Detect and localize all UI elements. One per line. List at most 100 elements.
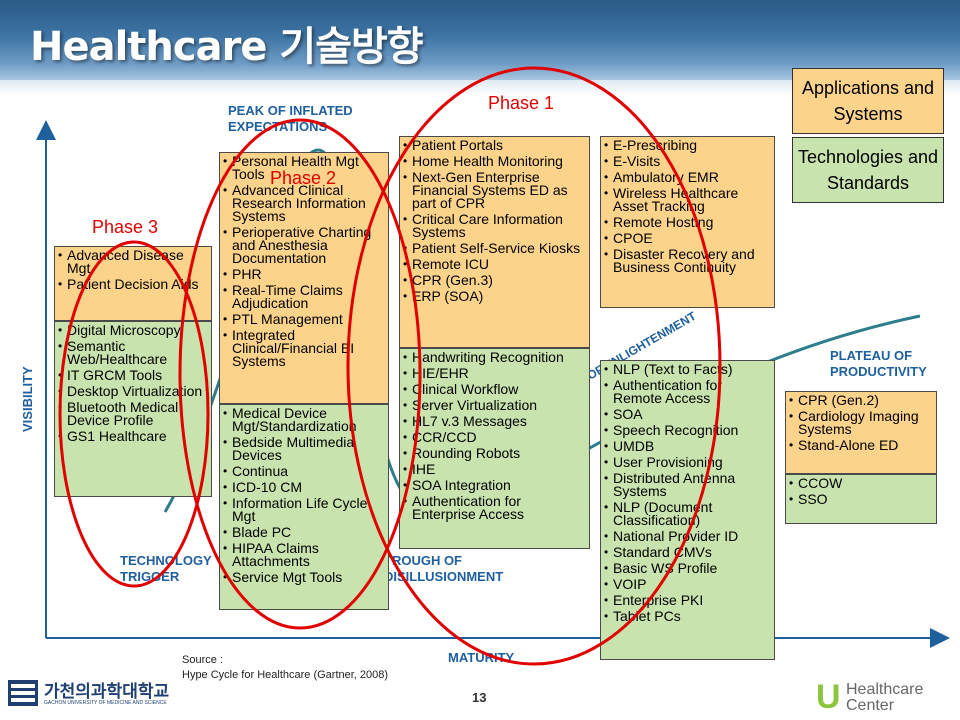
list-item: VOIP	[603, 577, 771, 591]
col2-applications: Personal Health Mgt ToolsAdvanced Clinic…	[219, 152, 389, 404]
list-item: PTL Management	[222, 312, 385, 326]
list-item: Advanced Disease Mgt	[57, 248, 208, 275]
col3-technologies-list: Handwriting RecognitionHIE/EHR Clinical W…	[402, 350, 586, 521]
list-item: Integrated Clinical/Financial BI Systems	[222, 328, 385, 368]
list-item: HL7 v.3 Messages	[402, 414, 586, 428]
list-item: Standard CMVs	[603, 545, 771, 559]
list-item: Home Health Monitoring	[402, 154, 586, 168]
list-item: PHR	[222, 267, 385, 281]
list-item: NLP (Text to Facts)	[603, 362, 771, 376]
list-item: Perioperative Charting and Anesthesia Do…	[222, 225, 385, 265]
list-item: Basic WS Profile	[603, 561, 771, 575]
list-item: Ambulatory EMR	[603, 170, 771, 184]
page-title: Healthcare 기술방향	[30, 24, 424, 70]
list-item: HIPAA Claims Attachments	[222, 541, 385, 568]
list-item: CPOE	[603, 231, 771, 245]
list-item: User Provisioning	[603, 455, 771, 469]
col3-applications: Patient PortalsHome Health MonitoringNex…	[399, 136, 590, 348]
list-item: Digital Microscopy	[57, 323, 208, 337]
list-item: Clinical Workflow	[402, 382, 586, 396]
list-item: Rounding Robots	[402, 446, 586, 460]
list-item: Distributed Antenna Systems	[603, 471, 771, 498]
university-name-korean: 가천의과학대학교	[44, 682, 170, 701]
list-item: Desktop Virtualization	[57, 384, 208, 398]
trough-label: TROUGH OF DISILLUSIONMENT	[384, 553, 504, 584]
list-item: ERP (SOA)	[402, 289, 586, 303]
col1-technologies-list: Digital MicroscopySemantic Web/Healthcar…	[57, 323, 208, 443]
list-item: Critical Care Information Systems	[402, 212, 586, 239]
list-item: CPR (Gen.3)	[402, 273, 586, 287]
col2-technologies-list: Medical Device Mgt/StandardizationBedsid…	[222, 406, 385, 584]
list-item: Continua	[222, 464, 385, 478]
col1-applications: Advanced Disease MgtPatient Decision Aid…	[54, 246, 212, 321]
source-note: Source : Hype Cycle for Healthcare (Gart…	[182, 653, 388, 683]
list-item: SSO	[788, 492, 933, 506]
list-item: Speech Recognition	[603, 423, 771, 437]
legend-applications: Applications and Systems	[792, 68, 944, 134]
list-item: SOA Integration	[402, 478, 586, 492]
list-item: Medical Device Mgt/Standardization	[222, 406, 385, 433]
list-item: Authentication for Enterprise Access	[402, 494, 586, 521]
list-item: Service Mgt Tools	[222, 570, 385, 584]
list-item: UMDB	[603, 439, 771, 453]
list-item: Information Life Cycle Mgt	[222, 496, 385, 523]
col3-applications-list: Patient PortalsHome Health MonitoringNex…	[402, 138, 586, 303]
healthcare-center-logo: U Healthcare Center	[816, 680, 956, 716]
logo-center-text: Center	[846, 697, 895, 714]
col3-technologies: Handwriting RecognitionHIE/EHR Clinical W…	[399, 348, 590, 549]
list-item: Wireless Healthcare Asset Tracking	[603, 186, 771, 213]
page-number: 13	[472, 690, 487, 705]
u-logo-icon: U	[816, 678, 841, 716]
col5-technologies-list: CCOW SSO	[788, 476, 933, 506]
col5-technologies: CCOW SSO	[785, 474, 937, 524]
source-label: Source :	[182, 654, 223, 666]
col2-technologies: Medical Device Mgt/StandardizationBedsid…	[219, 404, 389, 610]
list-item: IT GRCM Tools	[57, 368, 208, 382]
list-item: GS1 Healthcare	[57, 429, 208, 443]
x-axis-label: MATURITY	[448, 650, 515, 665]
col5-applications-list: CPR (Gen.2)Cardiology Imaging SystemsSta…	[788, 393, 933, 452]
list-item: ICD-10 CM	[222, 480, 385, 494]
gachon-university-logo: 가천의과학대학교 GACHON UNIVERSITY OF MEDICINE A…	[8, 676, 183, 712]
list-item: Handwriting Recognition	[402, 350, 586, 364]
col4-applications-list: E-PrescribingE-VisitsAmbulatory EMRWirel…	[603, 138, 771, 274]
plateau-label: PLATEAU OF PRODUCTIVITY	[830, 348, 927, 379]
list-item: Patient Self-Service Kiosks	[402, 241, 586, 255]
phase1-label: Phase 1	[488, 93, 555, 113]
list-item: Enterprise PKI	[603, 593, 771, 607]
col1-applications-list: Advanced Disease MgtPatient Decision Aid…	[57, 248, 208, 291]
col1-technologies: Digital MicroscopySemantic Web/Healthcar…	[54, 321, 212, 497]
university-name-english: GACHON UNIVERSITY OF MEDICINE AND SCIENC…	[44, 700, 167, 706]
list-item: E-Visits	[603, 154, 771, 168]
list-item: HIE/EHR	[402, 366, 586, 380]
list-item: IHE	[402, 462, 586, 476]
list-item: Real-Time Claims Adjudication	[222, 283, 385, 310]
list-item: Remote Hosting	[603, 215, 771, 229]
list-item: National Provider ID	[603, 529, 771, 543]
list-item: NLP (Document Classification)	[603, 500, 771, 527]
list-item: SOA	[603, 407, 771, 421]
list-item: Authentication for Remote Access	[603, 378, 771, 405]
list-item: Patient Portals	[402, 138, 586, 152]
list-item: Bluetooth Medical Device Profile	[57, 400, 208, 427]
col5-applications: CPR (Gen.2)Cardiology Imaging SystemsSta…	[785, 391, 937, 474]
peak-label: PEAK OF INFLATED EXPECTATIONS	[228, 103, 353, 134]
col4-applications: E-PrescribingE-VisitsAmbulatory EMRWirel…	[600, 136, 775, 308]
phase2-label: Phase 2	[270, 168, 337, 188]
list-item: Server Virtualization	[402, 398, 586, 412]
list-item: CCOW	[788, 476, 933, 490]
source-text: Hype Cycle for Healthcare (Gartner, 2008…	[182, 669, 389, 681]
col4-technologies-list: NLP (Text to Facts) Authentication for Re…	[603, 362, 771, 623]
y-axis-label: VISIBILITY	[20, 366, 35, 432]
list-item: Semantic Web/Healthcare	[57, 339, 208, 366]
list-item: CPR (Gen.2)	[788, 393, 933, 407]
list-item: Blade PC	[222, 525, 385, 539]
list-item: Stand-Alone ED	[788, 438, 933, 452]
logo-healthcare-text: Healthcare	[846, 681, 924, 698]
list-item: Patient Decision Aids	[57, 277, 208, 291]
col4-technologies: NLP (Text to Facts) Authentication for Re…	[600, 360, 775, 660]
list-item: Tablet PCs	[603, 609, 771, 623]
list-item: CCR/CCD	[402, 430, 586, 444]
list-item: Disaster Recovery and Business Continuit…	[603, 247, 771, 274]
list-item: Next-Gen Enterprise Financial Systems ED…	[402, 170, 586, 210]
